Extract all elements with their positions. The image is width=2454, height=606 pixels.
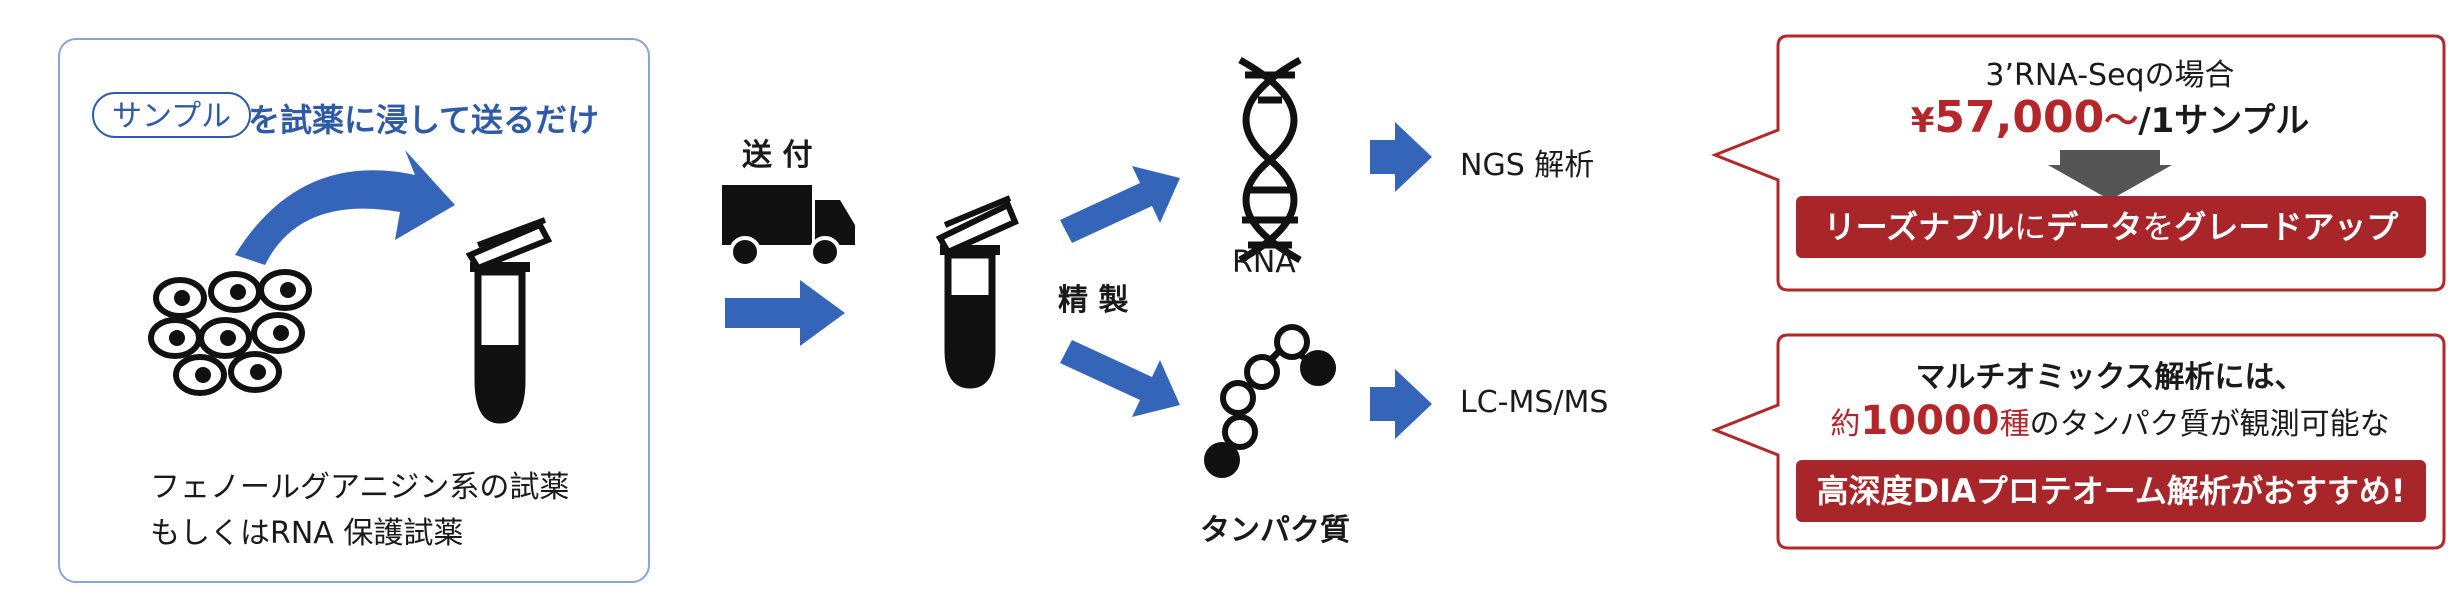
price-symbol: ¥ <box>1910 101 1935 141</box>
approx-prefix: 約 <box>1830 407 1861 442</box>
caption-line-1: フェノールグアニジン系の試薬 <box>150 470 570 505</box>
curved-arrow-icon <box>235 150 455 265</box>
arrow-to-ngs-icon <box>1370 122 1432 192</box>
protein-count: 10000 <box>1860 398 2000 444</box>
ship-label: 送 付 <box>742 138 813 173</box>
sample-tube-icon <box>465 217 553 424</box>
arrow-to-lcms-icon <box>1370 369 1432 439</box>
lcms-analysis-label: LC-MS/MS <box>1460 385 1609 420</box>
banner-part-3: データ <box>2046 208 2143 246</box>
protein-banner: 高深度DIAプロテオーム解析がおすすめ! <box>1796 460 2426 522</box>
banner-part-5: グレードアップ <box>2174 208 2399 246</box>
rna-label: RNA <box>1232 245 1296 280</box>
arrow-to-protein-icon <box>1060 340 1180 417</box>
price-value: 57,000 <box>1934 92 2105 143</box>
ngs-analysis-label: NGS 解析 <box>1460 148 1595 183</box>
price-row: ¥57,000～/1サンプル <box>1790 92 2430 143</box>
purify-label: 精 製 <box>1058 283 1129 318</box>
protein-callout-title: マルチオミックス解析には、 <box>1915 360 2305 395</box>
arrow-to-rna-icon <box>1060 166 1180 243</box>
sample-pill: サンプル <box>92 92 252 138</box>
sample-panel <box>58 38 650 583</box>
down-arrow-icon <box>2048 150 2172 200</box>
protein-chain-icon <box>1204 324 1336 478</box>
line2-rest: のタンパク質が観測可能な <box>2029 407 2390 442</box>
banner-part-1: リーズナブル <box>1823 208 2015 246</box>
rna-callout-title: 3’RNA-Seqの場合 <box>1985 58 2235 93</box>
kind-label: 種 <box>1999 407 2030 442</box>
caption-line-2: もしくはRNA 保護試薬 <box>150 516 464 551</box>
banner-part-4: を <box>2142 208 2175 246</box>
protein-label: タンパク質 <box>1200 513 1350 548</box>
ship-arrow-icon <box>725 280 845 346</box>
price-tilde: ～ <box>2104 101 2139 141</box>
price-unit: /1サンプル <box>2138 101 2310 141</box>
rna-helix-icon <box>1238 56 1302 264</box>
banner-part-2: に <box>2014 208 2047 246</box>
rna-banner: リーズナブルにデータをグレードアップ <box>1796 196 2426 258</box>
protein-callout-line2: 約10000種のタンパク質が観測可能な <box>1790 398 2430 444</box>
purified-tube-icon <box>935 195 1019 389</box>
sample-headline: を試薬に浸して送るだけ <box>248 101 600 139</box>
truck-icon <box>722 185 855 268</box>
